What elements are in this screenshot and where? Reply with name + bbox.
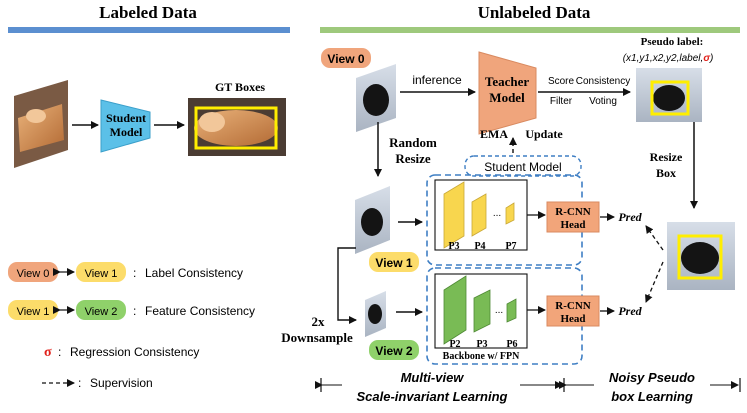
view1-bear-image bbox=[355, 186, 390, 254]
rcnn-head-view1 bbox=[546, 201, 600, 233]
teacher-label-1: Teacher bbox=[485, 74, 530, 89]
labeled-student-label-2: Model bbox=[110, 125, 143, 139]
resized-bounding-box bbox=[677, 234, 723, 280]
noisy-pseudo-label-1: Noisy Pseudo bbox=[609, 370, 695, 385]
legend-colon-4: : bbox=[78, 376, 81, 390]
teacher-label-2: Model bbox=[489, 90, 525, 105]
resize-box-label-1: Resize bbox=[650, 150, 683, 164]
downsample-label-2: Downsample bbox=[281, 330, 353, 345]
fpn-level-p3-green bbox=[473, 289, 491, 333]
fpn-level-p4 bbox=[471, 193, 487, 237]
backbone-label: Backbone w/ FPN bbox=[443, 351, 520, 362]
pseudo-label-close: ) bbox=[709, 53, 713, 64]
pseudo-label-sigma: σ bbox=[703, 53, 710, 64]
noisy-pseudo-label-2: box Learning bbox=[611, 389, 693, 404]
labeled-data-title: Labeled Data bbox=[99, 3, 197, 22]
pseudo-bounding-box bbox=[650, 80, 690, 116]
legend-regression-consistency: Regression Consistency bbox=[70, 345, 199, 359]
fpn-dots-view1: ... bbox=[493, 208, 501, 219]
legend-view0-badge bbox=[8, 262, 58, 282]
rcnn-head-view1-label-2: Head bbox=[560, 219, 585, 231]
legend-feature-consistency: Feature Consistency bbox=[145, 304, 255, 318]
teacher-model bbox=[478, 51, 537, 135]
pseudo-label-title: Pseudo label: bbox=[641, 36, 704, 48]
rcnn-head-view2-label-1: R-CNN bbox=[555, 300, 590, 312]
student-model-label: Student Model bbox=[484, 160, 561, 174]
gt-boxes-image bbox=[188, 98, 286, 156]
legend-sigma: σ bbox=[44, 345, 52, 360]
view2-badge-label: View 2 bbox=[375, 344, 412, 358]
view1-badge-label: View 1 bbox=[375, 256, 412, 270]
legend-view1-badge bbox=[76, 262, 126, 282]
view2-badge bbox=[369, 340, 419, 360]
fpn-level-p7 bbox=[505, 202, 515, 225]
rcnn-head-view2 bbox=[546, 295, 600, 327]
fpn-level-p3 bbox=[443, 181, 465, 249]
legend-view2-badge bbox=[76, 300, 126, 320]
view0-bear-image bbox=[356, 64, 396, 132]
labeled-student-label-1: Student bbox=[106, 111, 146, 125]
downsample-label-1: 2x bbox=[312, 314, 326, 329]
rcnn-head-view2-label-2: Head bbox=[560, 313, 585, 325]
labeled-data-bar bbox=[8, 27, 290, 33]
fpn-label-p2: P2 bbox=[449, 339, 460, 350]
multi-view-label-2: Scale-invariant Learning bbox=[357, 389, 508, 404]
pseudo-label-tuple-text: (x1,y1,x2,y2,label, bbox=[623, 53, 704, 64]
labeled-student-model bbox=[100, 99, 151, 153]
legend-colon-1: : bbox=[133, 266, 136, 280]
legend-view1-badge-b bbox=[8, 300, 58, 320]
legend-view1-label: View 1 bbox=[85, 268, 118, 280]
legend-colon-2: : bbox=[133, 304, 136, 318]
inference-label: inference bbox=[412, 73, 462, 87]
score-label: Score bbox=[548, 76, 575, 87]
gt-bounding-box bbox=[194, 106, 278, 150]
filter-label: Filter bbox=[550, 96, 573, 107]
fpn-level-p2 bbox=[443, 275, 467, 345]
pseudo-label-tuple: (x1,y1,x2,y2,label,σ) bbox=[623, 53, 714, 64]
ema-label: EMA bbox=[480, 127, 508, 141]
unlabeled-data-bar bbox=[320, 27, 740, 33]
unlabeled-data-title: Unlabeled Data bbox=[478, 3, 591, 22]
view2-bear-image bbox=[365, 291, 386, 337]
legend-view0-label: View 0 bbox=[17, 268, 50, 280]
legend-view1-label-b: View 1 bbox=[17, 306, 50, 318]
pred-view1: Pred bbox=[618, 210, 642, 224]
pseudo-label-image bbox=[636, 68, 702, 122]
student-model-header bbox=[464, 155, 582, 177]
fpn-dots-view2: ... bbox=[495, 305, 503, 316]
legend-supervision: Supervision bbox=[90, 376, 153, 390]
legend-colon-3: : bbox=[58, 345, 61, 359]
view1-badge bbox=[369, 252, 419, 272]
resize-box-label-2: Box bbox=[656, 166, 676, 180]
fpn-level-p6 bbox=[506, 298, 517, 323]
multi-view-label-1: Multi-view bbox=[401, 370, 465, 385]
view0-badge-label: View 0 bbox=[327, 52, 364, 66]
view0-badge bbox=[321, 48, 371, 68]
fpn-label-p6: P6 bbox=[506, 339, 517, 350]
pred-view2: Pred bbox=[618, 304, 642, 318]
resized-pseudo-image bbox=[667, 222, 735, 290]
legend-label-consistency: Label Consistency bbox=[145, 266, 243, 280]
update-label: Update bbox=[525, 127, 563, 141]
legend-view2-label: View 2 bbox=[85, 306, 118, 318]
fpn-label-p3: P3 bbox=[448, 241, 459, 252]
rcnn-head-view1-label-1: R-CNN bbox=[555, 206, 590, 218]
labeled-cat-image bbox=[14, 80, 68, 168]
resize-label: Resize bbox=[395, 151, 431, 166]
legend: View 0 View 1 : Label Consistency View 1… bbox=[8, 262, 255, 390]
random-label: Random bbox=[389, 135, 437, 150]
fpn-label-p3-bottom: P3 bbox=[476, 339, 487, 350]
fpn-label-p7: P7 bbox=[505, 241, 516, 252]
gt-boxes-label: GT Boxes bbox=[215, 80, 265, 94]
voting-label: Voting bbox=[589, 96, 617, 107]
fpn-label-p4: P4 bbox=[474, 241, 485, 252]
consistency-label: Consistency bbox=[576, 76, 630, 87]
